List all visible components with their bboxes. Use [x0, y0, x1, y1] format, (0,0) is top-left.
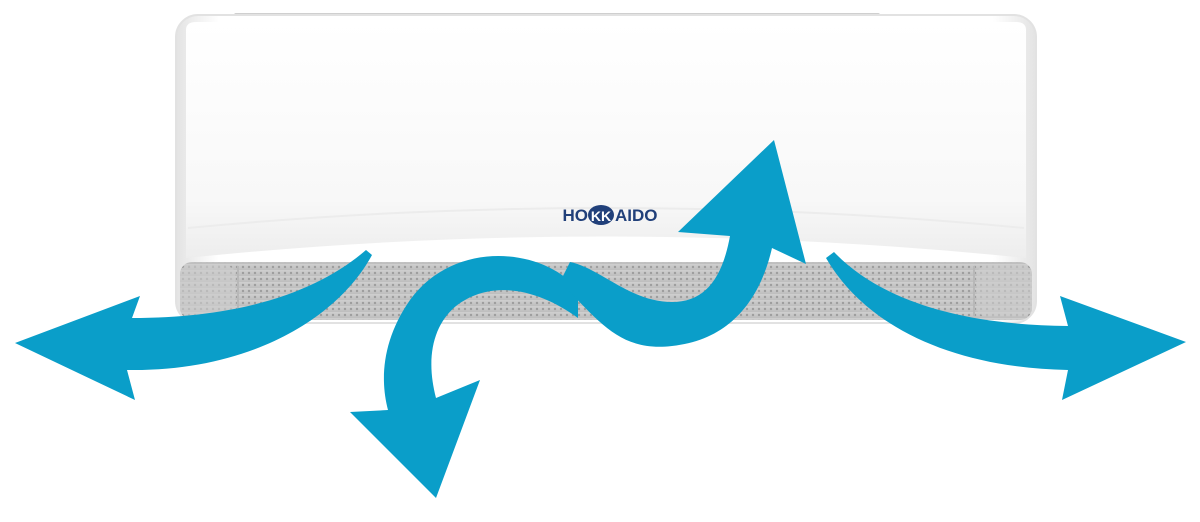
brand-logo: HO KK AIDO [563, 205, 658, 225]
front-panel [186, 22, 1026, 258]
ac-unit [175, 13, 1037, 324]
brand-badge-shape [588, 205, 614, 225]
brand-badge: KK [591, 208, 611, 224]
brand-suffix: AIDO [615, 206, 658, 225]
vent-right-cap [977, 266, 1032, 316]
airflow-arrow-down [350, 256, 578, 498]
brand-prefix: HO [563, 206, 589, 225]
airflow-arrow-up [560, 140, 806, 347]
airflow-arrow-left [15, 250, 372, 400]
airflow-arrows [15, 140, 1186, 498]
airflow-arrow-right [826, 252, 1186, 400]
vent-left-cap [180, 266, 235, 316]
